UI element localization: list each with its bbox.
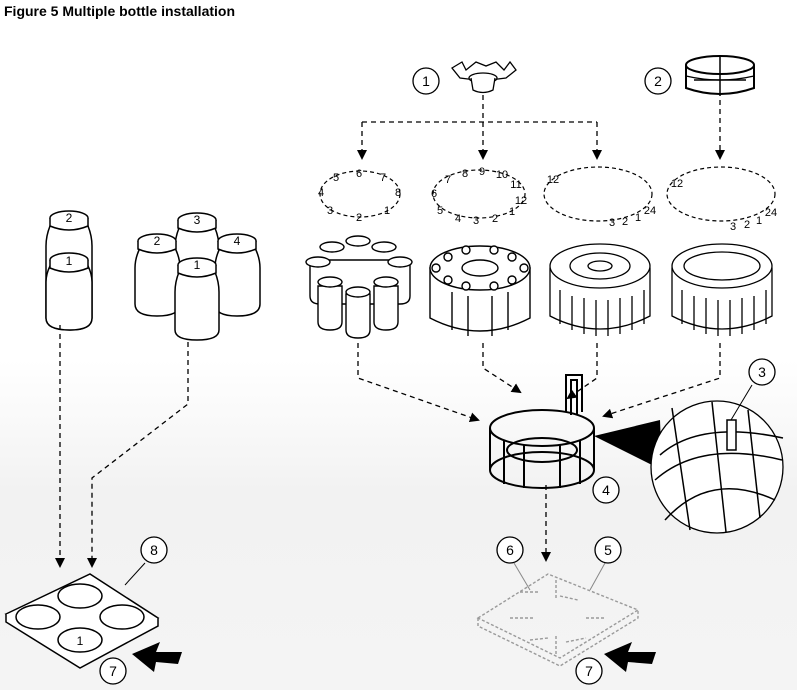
svg-text:4: 4	[318, 187, 324, 199]
svg-text:10: 10	[496, 169, 508, 181]
svg-text:2: 2	[492, 213, 498, 225]
svg-text:3: 3	[609, 217, 615, 229]
ring-24-positions-a: 12 3 2 1 24	[543, 166, 656, 229]
collar-ring-icon	[685, 55, 755, 96]
lower-dashed-arrows	[55, 325, 721, 568]
wire-rack	[489, 374, 595, 489]
svg-text:2: 2	[744, 219, 750, 231]
svg-text:4: 4	[602, 482, 610, 498]
svg-text:24: 24	[644, 205, 656, 217]
svg-text:3: 3	[473, 215, 479, 227]
svg-text:2: 2	[622, 216, 628, 228]
svg-text:12: 12	[515, 195, 527, 207]
bottle-label-2b: 2	[154, 234, 161, 248]
svg-text:1: 1	[422, 73, 430, 89]
svg-text:8: 8	[462, 168, 468, 180]
eight-bottle-set	[305, 235, 413, 339]
callout-4: 4	[592, 476, 620, 504]
svg-text:7: 7	[445, 174, 451, 186]
callout-6: 6	[496, 536, 524, 564]
svg-text:7: 7	[380, 172, 386, 184]
callout-8: 8	[140, 536, 168, 564]
svg-text:7: 7	[585, 663, 593, 679]
ring-24-positions-b: 12 3 2 1 24	[666, 166, 777, 233]
insert-arrow-icon-right	[604, 642, 656, 672]
figure-title: Figure 5 Multiple bottle installation	[4, 3, 236, 19]
insert-arrow-icon	[132, 642, 182, 672]
svg-text:5: 5	[437, 205, 443, 217]
svg-text:3: 3	[730, 221, 736, 233]
svg-text:2: 2	[654, 73, 662, 89]
bottle-label-2: 2	[66, 211, 73, 225]
svg-text:3: 3	[327, 205, 333, 217]
svg-text:8: 8	[395, 187, 401, 199]
two-bottle-stack	[45, 210, 93, 331]
callout-5: 5	[594, 536, 622, 564]
bottle-label-1: 1	[66, 254, 73, 268]
tray-position-label: 1	[77, 634, 84, 648]
bottle-label-3: 3	[194, 213, 201, 227]
svg-text:5: 5	[604, 542, 612, 558]
top-distribution-arrows	[357, 95, 725, 160]
zoom-detail-circle	[650, 400, 784, 534]
callout-7a: 7	[99, 657, 127, 685]
four-bottle-tray	[4, 573, 160, 669]
svg-text:1: 1	[384, 205, 390, 217]
svg-text:1: 1	[509, 206, 515, 218]
twentyfour-bottle-set-b	[671, 243, 773, 336]
svg-text:3: 3	[758, 364, 766, 380]
svg-text:2: 2	[356, 212, 362, 224]
svg-text:6: 6	[356, 168, 362, 180]
magnifier-pointer	[594, 420, 662, 470]
four-bottle-cluster	[134, 212, 261, 341]
ring-12-positions: 7 8 9 10 6 11 12 5 4 3 2 1	[431, 166, 527, 227]
svg-text:8: 8	[150, 542, 158, 558]
svg-text:12: 12	[671, 178, 683, 190]
svg-text:4: 4	[455, 213, 461, 225]
funnel-adapter-icon	[451, 60, 517, 94]
rack-tray	[476, 573, 640, 667]
callout-2: 2	[644, 67, 672, 95]
twentyfour-bottle-set-a	[549, 243, 651, 336]
ring-8-positions: 5 6 7 4 8 3 2 1	[318, 168, 401, 224]
callout-3: 3	[748, 358, 776, 386]
svg-text:6: 6	[506, 542, 514, 558]
svg-text:9: 9	[479, 166, 485, 178]
svg-text:1: 1	[756, 215, 762, 227]
twelve-bottle-set	[429, 245, 531, 336]
svg-text:24: 24	[765, 207, 777, 219]
callout-7b: 7	[575, 657, 603, 685]
svg-text:6: 6	[431, 188, 437, 200]
svg-text:5: 5	[333, 172, 339, 184]
bottle-label-4: 4	[234, 234, 241, 248]
svg-text:7: 7	[109, 663, 117, 679]
svg-text:1: 1	[635, 212, 641, 224]
bottle-label-1b: 1	[194, 258, 201, 272]
svg-text:12: 12	[547, 174, 559, 186]
svg-text:11: 11	[510, 179, 521, 191]
callout-1: 1	[412, 67, 440, 95]
